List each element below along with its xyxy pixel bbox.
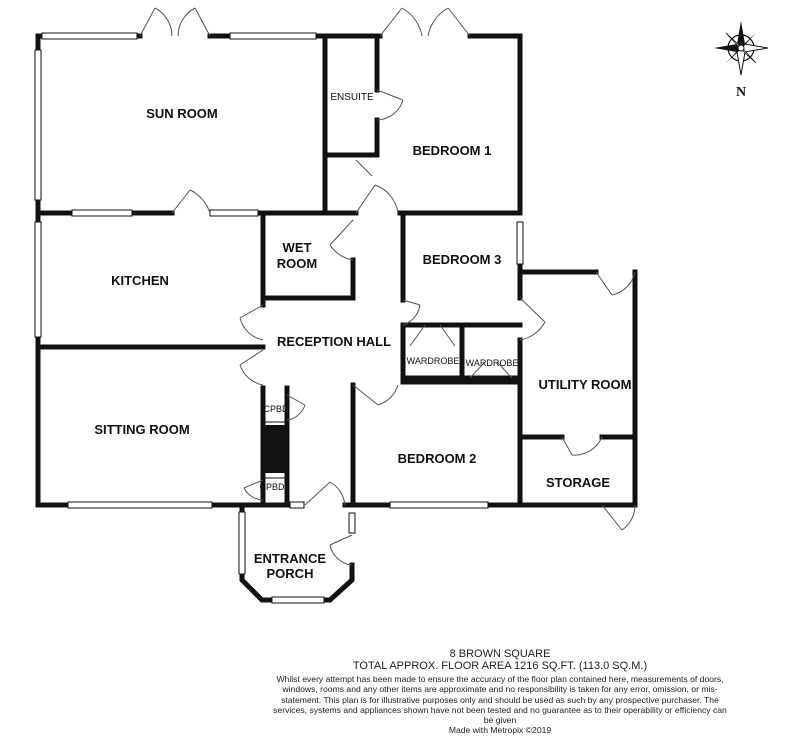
label-cpbd-lower: CPBD	[259, 482, 285, 492]
floor-plan: SUN ROOM ENSUITE BEDROOM 1 KITCHEN WET R…	[34, 7, 769, 604]
window-bed3-right	[516, 221, 524, 265]
door-wardrobe-left	[409, 324, 456, 347]
window-kitchen-left	[34, 221, 42, 338]
compass-rose: N	[714, 21, 769, 100]
label-wet-room-1: WET	[283, 240, 312, 255]
window-kitchen-top-left	[71, 209, 133, 217]
door-wetroom	[329, 219, 354, 261]
windows	[34, 32, 524, 604]
window-sunroom-top-right	[229, 32, 317, 40]
label-ensuite: ENSUITE	[330, 92, 374, 103]
floor-area: TOTAL APPROX. FLOOR AREA 1216 SQ.FT. (11…	[352, 660, 648, 672]
label-reception-hall: RECEPTION HALL	[277, 334, 391, 349]
label-bedroom-2: BEDROOM 2	[398, 451, 477, 466]
label-cpbd-upper: CPBD	[263, 404, 289, 414]
door-wardrobe-right	[469, 361, 513, 379]
door-storage	[561, 436, 603, 456]
door-porch-outer	[329, 534, 353, 566]
window-sunroom-top-left	[41, 32, 138, 40]
door-cpbd-upper	[286, 394, 306, 421]
window-sitting-bottom	[67, 501, 213, 509]
door-bed1-leaf	[355, 159, 373, 177]
door-ensuite	[376, 89, 404, 121]
label-sitting-room: SITTING ROOM	[94, 422, 189, 437]
label-wardrobe-right: WARDROBE	[466, 358, 519, 368]
door-sunroom-kitchen	[171, 189, 211, 214]
doors	[139, 7, 636, 566]
door-utility-outside	[595, 271, 636, 296]
window-bed2-bottom	[389, 501, 489, 509]
chimney-breast	[264, 425, 286, 473]
door-bed1	[355, 184, 399, 214]
label-utility-room: UTILITY ROOM	[539, 377, 632, 392]
window-porch-bottom	[271, 596, 325, 604]
door-utility	[519, 297, 546, 341]
property-address: 8 BROWN SQUARE	[449, 648, 551, 660]
door-bed2	[352, 384, 399, 406]
window-porch-left	[238, 511, 246, 575]
door-sitting	[239, 349, 264, 386]
label-bedroom-3: BEDROOM 3	[423, 252, 502, 267]
label-kitchen: KITCHEN	[111, 273, 169, 288]
wall-wetroom	[260, 210, 356, 301]
label-wet-room-2: ROOM	[277, 256, 317, 271]
label-storage: STORAGE	[546, 475, 610, 490]
door-bed1-french	[379, 7, 471, 37]
window-porch-right	[348, 512, 356, 534]
door-bed3	[402, 299, 421, 326]
walls	[35, 33, 638, 603]
label-entrance-porch-1: ENTRANCE	[254, 551, 327, 566]
metropix-credit: Made with Metropix ©2019	[448, 725, 552, 736]
disclaimer-text: Whilst every attempt has been made to en…	[273, 674, 727, 726]
compass-north-label: N	[736, 85, 746, 100]
window-hall-small	[289, 501, 305, 509]
label-wardrobe-left: WARDROBE	[407, 356, 460, 366]
door-kitchen	[239, 304, 264, 341]
label-sun-room: SUN ROOM	[146, 106, 218, 121]
compass-north-point-icon	[737, 21, 745, 48]
room-labels: SUN ROOM ENSUITE BEDROOM 1 KITCHEN WET R…	[94, 92, 631, 581]
label-bedroom-1: BEDROOM 1	[413, 143, 492, 158]
door-storage-outside	[601, 504, 636, 531]
plan-footer: 8 BROWN SQUARE TOTAL APPROX. FLOOR AREA …	[270, 648, 730, 736]
door-sunroom-french	[139, 7, 211, 37]
wall-wardrobe-left	[400, 322, 465, 381]
window-kitchen-top-right	[209, 209, 259, 217]
window-sunroom-left	[34, 49, 42, 201]
door-porch-inner	[304, 481, 346, 506]
door-cpbd-lower	[243, 479, 264, 501]
label-entrance-porch-2: PORCH	[267, 566, 314, 581]
